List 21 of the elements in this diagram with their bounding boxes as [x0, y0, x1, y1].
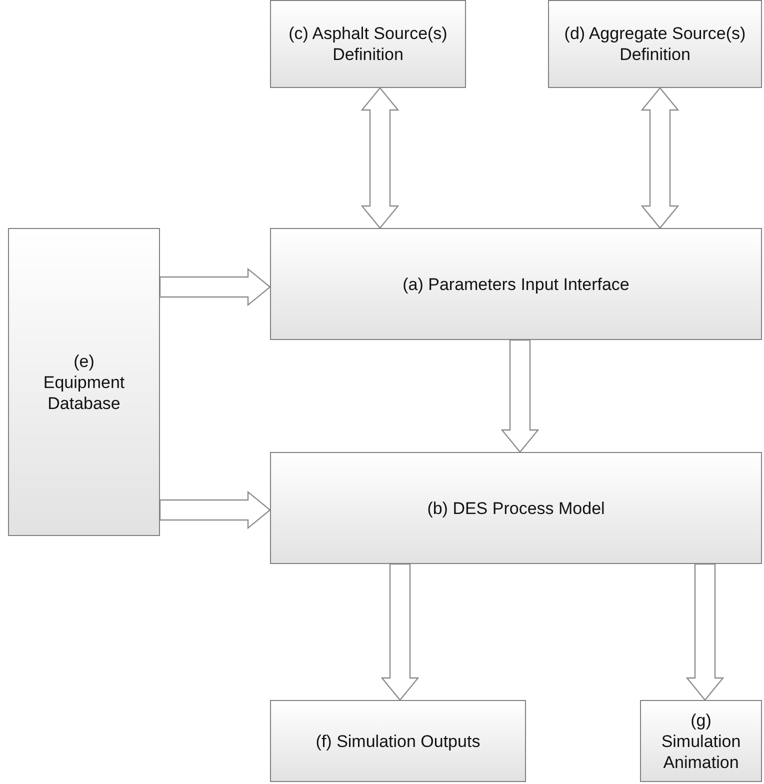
box-label: (c) Asphalt Source(s) Definition — [288, 23, 448, 65]
box-label: (a) Parameters Input Interface — [402, 274, 630, 294]
process-box — [548, 0, 762, 88]
block-arrow — [640, 87, 680, 229]
box-label: (b) DES Process Model — [427, 498, 605, 518]
block-arrow — [159, 490, 271, 530]
block-arrow — [159, 268, 271, 306]
process-box — [270, 0, 466, 88]
box-label: (g) Simulation Animation — [660, 710, 742, 772]
process-box — [270, 700, 526, 782]
block-arrow — [500, 339, 540, 453]
process-box — [640, 700, 762, 782]
box-label: (f) Simulation Outputs — [316, 730, 480, 752]
process-box — [8, 228, 160, 536]
box-label: (d) Aggregate Source(s) Definition — [563, 23, 747, 65]
box-label: (e) Equipment Database — [42, 350, 126, 414]
process-box — [270, 228, 762, 340]
block-arrow — [686, 563, 724, 701]
process-box — [270, 452, 762, 564]
block-arrow — [360, 87, 400, 229]
block-arrow — [380, 563, 420, 701]
